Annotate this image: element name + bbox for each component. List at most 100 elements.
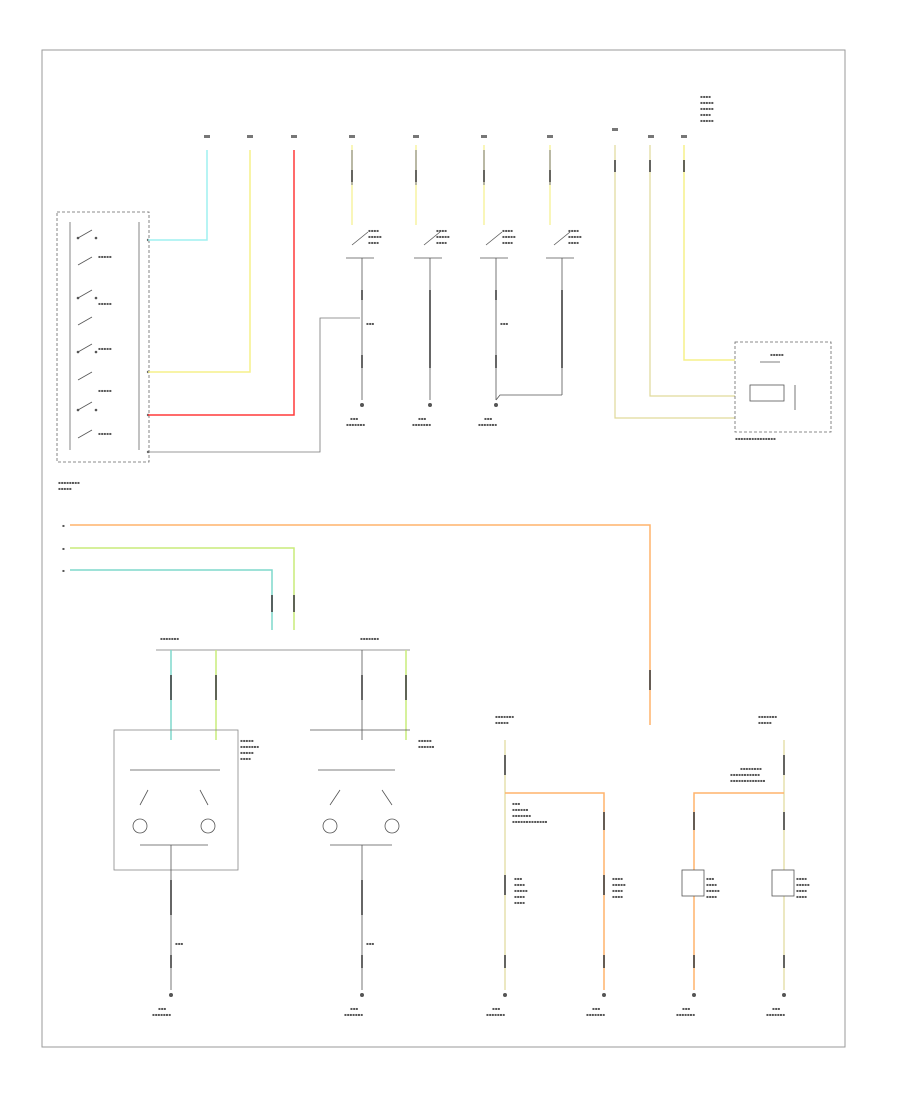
svg-text:▪▪▪▪: ▪▪▪▪ xyxy=(796,876,807,881)
svg-text:▪▪▪▪: ▪▪▪▪ xyxy=(700,112,711,117)
svg-text:▪▪▪▪▪: ▪▪▪▪▪ xyxy=(796,882,810,887)
svg-text:▪: ▪ xyxy=(62,523,65,528)
svg-text:▪▪▪▪: ▪▪▪▪ xyxy=(796,888,807,893)
svg-text:▪▪▪▪▪▪▪: ▪▪▪▪▪▪▪ xyxy=(344,1012,363,1017)
svg-text:▪▪▪▪▪▪: ▪▪▪▪▪▪ xyxy=(418,744,435,749)
svg-text:▪▪▪▪: ▪▪▪▪ xyxy=(502,240,513,245)
illumination-module: ▪▪▪▪▪▪▪▪▪▪▪▪▪▪ ▪▪▪▪▪▪▪▪▪ ▪▪▪▪▪▪▪▪▪▪▪▪▪▪▪… xyxy=(614,94,832,441)
svg-text:▪▪▪: ▪▪▪ xyxy=(350,1006,358,1011)
svg-text:▪▪▪▪▪: ▪▪▪▪▪ xyxy=(700,100,714,105)
svg-text:▪▪▪: ▪▪▪ xyxy=(706,876,714,881)
svg-text:▪▪▪▪▪: ▪▪▪▪▪ xyxy=(502,234,516,239)
svg-text:▪▪▪▪▪: ▪▪▪▪▪ xyxy=(98,388,112,393)
svg-text:▪▪▪▪▪▪▪: ▪▪▪▪▪▪▪ xyxy=(160,636,179,641)
svg-text:▪: ▪ xyxy=(62,568,65,573)
svg-text:▪▪▪▪▪: ▪▪▪▪▪ xyxy=(240,750,254,755)
svg-text:▪▪▪▪▪▪▪: ▪▪▪▪▪▪▪ xyxy=(512,813,531,818)
svg-text:▪▪▪: ▪▪▪ xyxy=(682,1006,690,1011)
svg-text:▪▪▪▪: ▪▪▪▪ xyxy=(514,882,525,887)
svg-text:▪▪▪▪▪▪▪: ▪▪▪▪▪▪▪ xyxy=(758,714,777,719)
svg-text:▪▪▪: ▪▪▪ xyxy=(366,321,374,326)
svg-text:▪▪▪▪▪▪▪: ▪▪▪▪▪▪▪ xyxy=(766,1012,785,1017)
svg-text:▪▪▪▪: ▪▪▪▪ xyxy=(240,756,251,761)
svg-text:▪▪▪: ▪▪▪ xyxy=(592,1006,600,1011)
teal-wire xyxy=(70,569,273,630)
svg-text:▪▪▪▪: ▪▪▪▪ xyxy=(568,240,579,245)
svg-text:▪▪▪▪▪▪▪: ▪▪▪▪▪▪▪ xyxy=(346,422,365,427)
svg-text:▪▪▪: ▪▪▪ xyxy=(514,876,522,881)
left-lamp-assembly: ▪▪▪▪▪▪▪▪▪▪▪▪▪▪▪▪▪▪▪▪▪▪▪▪▪▪▪▪▪▪▪▪▪▪ xyxy=(113,650,259,1017)
top-connectors xyxy=(204,128,687,138)
courtesy-lamps-right: ▪▪▪▪▪▪▪▪▪▪▪▪ ▪▪▪▪▪▪▪▪▪▪▪▪▪▪▪▪▪▪▪▪▪▪▪▪▪▪▪… xyxy=(676,714,810,1017)
svg-text:▪: ▪ xyxy=(62,546,65,551)
svg-text:▪▪▪▪▪: ▪▪▪▪▪ xyxy=(495,720,509,725)
svg-text:▪▪▪▪▪: ▪▪▪▪▪ xyxy=(98,254,112,259)
orange-wire-main xyxy=(70,524,651,725)
svg-text:▪▪▪▪: ▪▪▪▪ xyxy=(568,228,579,233)
svg-text:▪▪▪▪▪: ▪▪▪▪▪ xyxy=(758,720,772,725)
svg-text:▪▪▪▪: ▪▪▪▪ xyxy=(502,228,513,233)
svg-text:▪▪▪▪▪▪▪: ▪▪▪▪▪▪▪ xyxy=(478,422,497,427)
svg-text:▪▪▪▪: ▪▪▪▪ xyxy=(514,894,525,899)
svg-text:▪▪▪▪▪▪▪▪▪▪▪▪▪▪▪: ▪▪▪▪▪▪▪▪▪▪▪▪▪▪▪ xyxy=(735,436,776,441)
window-switches: ▪▪▪▪▪▪▪▪▪▪▪▪▪ ▪▪▪▪▪▪▪▪▪▪▪▪▪ ▪▪▪▪▪▪▪▪▪▪▪▪… xyxy=(346,145,582,427)
svg-text:▪▪▪▪: ▪▪▪▪ xyxy=(706,882,717,887)
center-lamp-assembly: ▪▪▪▪▪▪▪▪▪▪▪▪▪▪▪▪▪▪▪▪▪▪▪▪ xyxy=(310,650,435,1017)
svg-text:▪▪▪▪▪▪▪▪▪▪▪: ▪▪▪▪▪▪▪▪▪▪▪ xyxy=(730,772,760,777)
svg-text:▪▪▪: ▪▪▪ xyxy=(484,416,492,421)
green-yellow-wire xyxy=(70,547,295,630)
diagram-frame xyxy=(41,49,846,1048)
svg-text:▪▪▪: ▪▪▪ xyxy=(366,941,374,946)
red-wire xyxy=(148,150,295,416)
svg-text:▪▪▪▪▪▪▪▪: ▪▪▪▪▪▪▪▪ xyxy=(740,766,762,771)
svg-text:▪▪▪▪▪: ▪▪▪▪▪ xyxy=(514,888,528,893)
svg-text:▪▪▪▪▪: ▪▪▪▪▪ xyxy=(770,352,784,357)
svg-text:▪▪▪▪: ▪▪▪▪ xyxy=(700,94,711,99)
svg-text:▪▪▪▪▪: ▪▪▪▪▪ xyxy=(436,234,450,239)
svg-text:▪▪▪▪▪: ▪▪▪▪▪ xyxy=(240,738,254,743)
svg-text:▪▪▪▪: ▪▪▪▪ xyxy=(436,240,447,245)
svg-text:▪▪▪▪▪: ▪▪▪▪▪ xyxy=(58,486,72,491)
svg-text:▪▪▪▪▪▪▪: ▪▪▪▪▪▪▪ xyxy=(360,636,379,641)
svg-text:▪▪▪▪: ▪▪▪▪ xyxy=(436,228,447,233)
courtesy-lamps-left: ▪▪▪▪▪▪▪▪▪▪▪▪ ▪▪▪▪▪▪▪▪▪▪▪▪▪▪▪▪▪▪▪▪▪▪▪▪▪▪▪… xyxy=(486,714,626,1017)
svg-text:▪▪▪▪: ▪▪▪▪ xyxy=(706,894,717,899)
svg-text:▪▪▪▪▪: ▪▪▪▪▪ xyxy=(700,118,714,123)
svg-text:▪▪▪▪▪▪▪: ▪▪▪▪▪▪▪ xyxy=(495,714,514,719)
svg-text:▪▪▪▪▪: ▪▪▪▪▪ xyxy=(98,431,112,436)
svg-text:▪▪▪▪▪: ▪▪▪▪▪ xyxy=(98,346,112,351)
svg-text:▪▪▪▪: ▪▪▪▪ xyxy=(796,894,807,899)
svg-text:▪▪▪: ▪▪▪ xyxy=(175,941,183,946)
svg-text:▪▪▪▪▪▪▪: ▪▪▪▪▪▪▪ xyxy=(586,1012,605,1017)
svg-text:▪▪▪▪▪: ▪▪▪▪▪ xyxy=(568,234,582,239)
svg-text:▪▪▪▪: ▪▪▪▪ xyxy=(514,900,525,905)
master-switch: ▪▪▪▪▪▪▪▪▪▪ ▪▪▪▪▪▪▪▪▪▪ ▪▪▪▪▪ ▪▪▪▪▪▪▪▪ ▪▪▪… xyxy=(56,211,150,491)
svg-text:▪▪▪▪: ▪▪▪▪ xyxy=(368,240,379,245)
svg-text:▪▪▪▪▪▪▪▪: ▪▪▪▪▪▪▪▪ xyxy=(58,480,80,485)
svg-text:▪▪▪▪▪: ▪▪▪▪▪ xyxy=(368,234,382,239)
cyan-wire xyxy=(148,150,208,241)
svg-text:▪▪▪▪▪▪▪: ▪▪▪▪▪▪▪ xyxy=(486,1012,505,1017)
svg-text:▪▪▪▪▪▪▪: ▪▪▪▪▪▪▪ xyxy=(676,1012,695,1017)
svg-text:▪▪▪▪▪▪: ▪▪▪▪▪▪ xyxy=(512,807,529,812)
svg-text:▪▪▪▪▪: ▪▪▪▪▪ xyxy=(418,738,432,743)
svg-text:▪▪▪: ▪▪▪ xyxy=(500,321,508,326)
svg-text:▪▪▪: ▪▪▪ xyxy=(418,416,426,421)
svg-text:▪▪▪: ▪▪▪ xyxy=(492,1006,500,1011)
svg-text:▪▪▪▪▪▪▪▪▪▪▪▪▪: ▪▪▪▪▪▪▪▪▪▪▪▪▪ xyxy=(512,819,548,824)
svg-text:▪▪▪▪▪▪▪: ▪▪▪▪▪▪▪ xyxy=(240,744,259,749)
svg-text:▪▪▪: ▪▪▪ xyxy=(512,801,520,806)
yellow-wire-1 xyxy=(148,150,251,373)
svg-text:▪▪▪▪: ▪▪▪▪ xyxy=(612,894,623,899)
svg-text:▪▪▪▪▪: ▪▪▪▪▪ xyxy=(706,888,720,893)
svg-text:▪▪▪▪▪▪▪: ▪▪▪▪▪▪▪ xyxy=(152,1012,171,1017)
svg-text:▪▪▪: ▪▪▪ xyxy=(158,1006,166,1011)
svg-text:▪▪▪▪▪: ▪▪▪▪▪ xyxy=(700,106,714,111)
svg-text:▪▪▪: ▪▪▪ xyxy=(350,416,358,421)
svg-text:▪▪▪▪▪: ▪▪▪▪▪ xyxy=(612,882,626,887)
svg-text:▪▪▪▪: ▪▪▪▪ xyxy=(612,888,623,893)
svg-text:▪▪▪▪▪▪▪: ▪▪▪▪▪▪▪ xyxy=(412,422,431,427)
svg-text:▪▪▪▪▪▪▪▪▪▪▪▪▪: ▪▪▪▪▪▪▪▪▪▪▪▪▪ xyxy=(730,778,766,783)
svg-text:▪▪▪▪: ▪▪▪▪ xyxy=(612,876,623,881)
